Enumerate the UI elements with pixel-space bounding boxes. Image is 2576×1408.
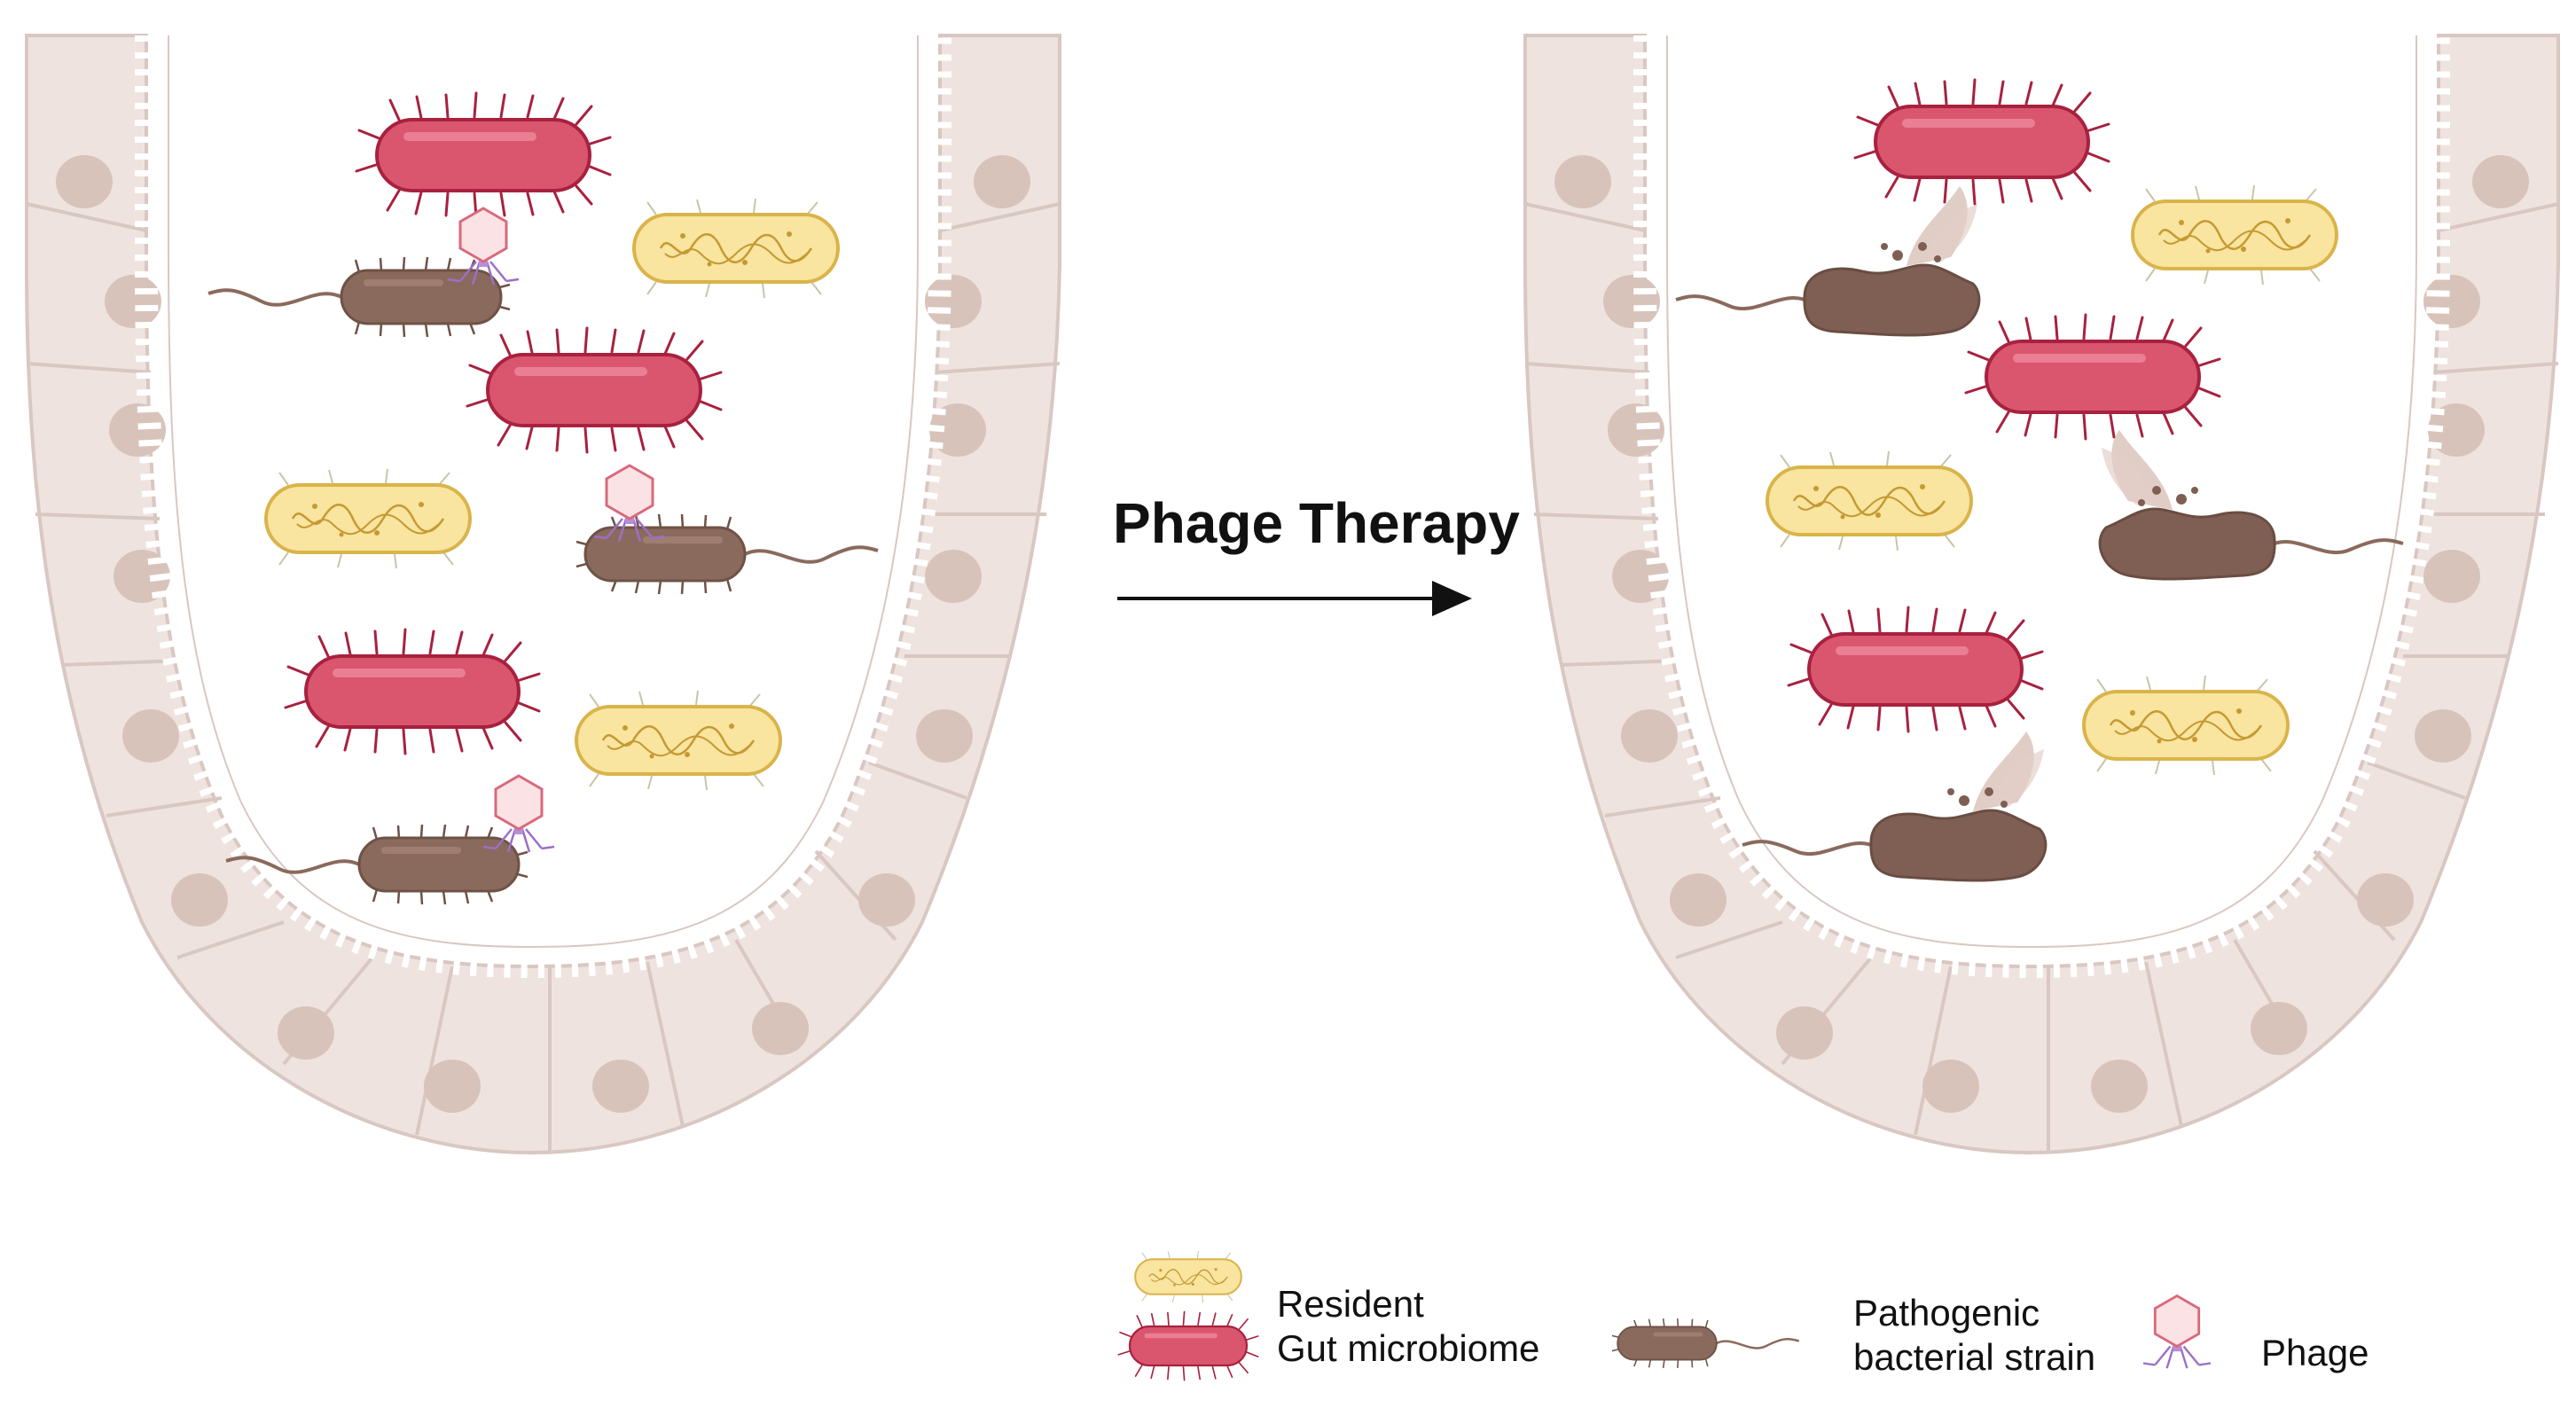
legend-resident-label-2: Gut microbiome — [1277, 1327, 1539, 1369]
crypt-after — [1523, 34, 2560, 1155]
resident-bacterium — [1766, 450, 1973, 552]
resident-bacterium — [632, 197, 840, 300]
pathogen-legend-icon — [1610, 1317, 1801, 1370]
commensal-legend-icon — [1117, 1310, 1259, 1381]
legend-resident-label-1: Resident — [1277, 1283, 1424, 1325]
commensal-bacterium — [1787, 606, 2044, 733]
legend-phage-label: Phage — [2261, 1332, 2369, 1373]
legend-pathogen-label-1: Pathogenic — [1853, 1292, 2040, 1334]
lysed-pathogen — [2098, 428, 2405, 582]
commensal-bacterium — [466, 326, 723, 454]
lysed-pathogen — [1674, 184, 1981, 338]
pathogen-bacterium — [207, 255, 512, 339]
therapy-title: Phage Therapy — [1113, 491, 1520, 555]
resident-bacterium — [264, 467, 472, 570]
commensal-bacterium — [284, 628, 541, 755]
resident-bacterium — [2082, 674, 2290, 777]
lysed-pathogen — [1741, 730, 2047, 883]
legend: Resident Gut microbiome Pathogenic bacte… — [1117, 1249, 2369, 1381]
commensal-bacterium — [1964, 313, 2221, 441]
resident-bacterium — [2131, 184, 2338, 286]
resident-legend-icon — [1134, 1249, 1242, 1304]
phage-legend-icon — [2141, 1295, 2212, 1370]
crypt-before — [25, 34, 1061, 1155]
pathogen-bacterium — [575, 512, 880, 596]
right-arrow-icon — [1117, 581, 1472, 616]
resident-bacterium — [575, 689, 782, 792]
commensal-bacterium — [355, 91, 612, 219]
legend-pathogen-label-2: bacterial strain — [1853, 1336, 2095, 1378]
commensal-bacterium — [1853, 78, 2110, 206]
